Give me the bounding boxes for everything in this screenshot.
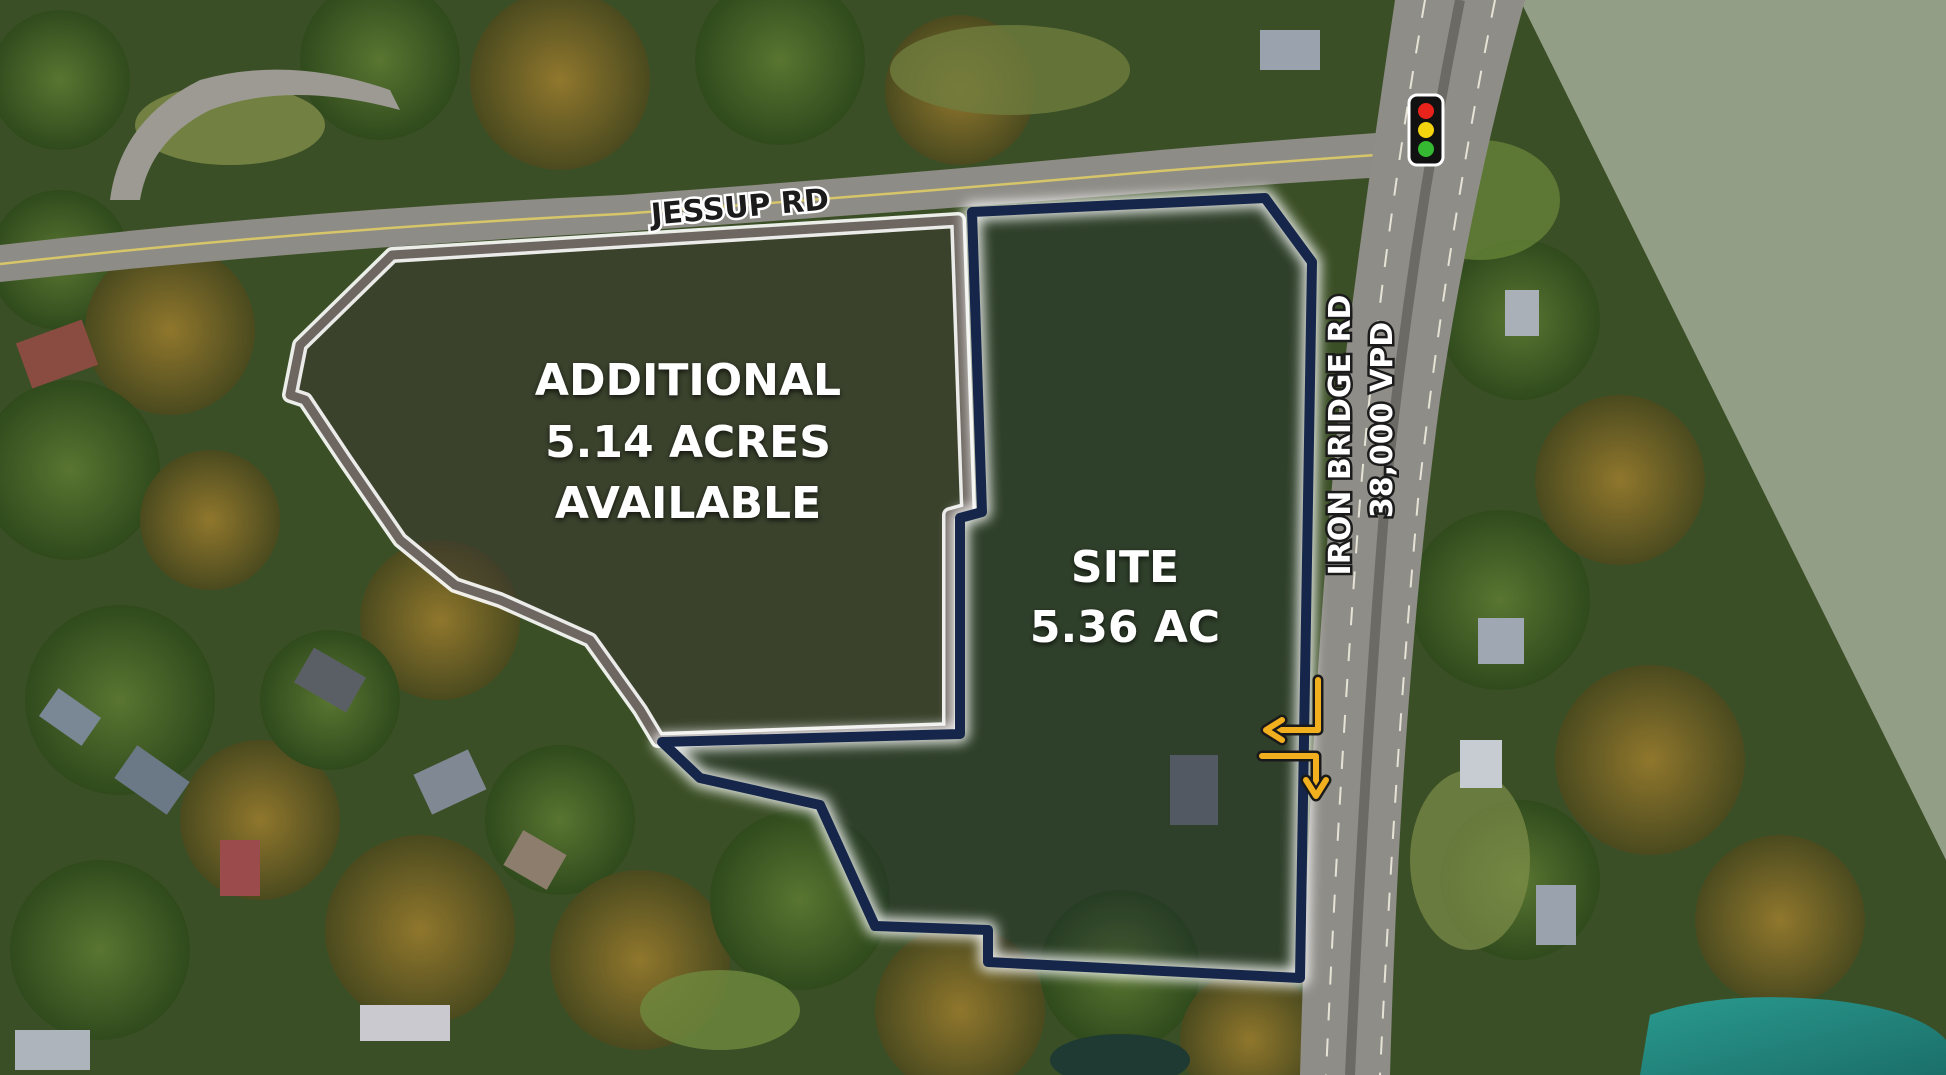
iron-bridge-lane-line bbox=[1325, 0, 1426, 1075]
site-parcel-label: SITE 5.36 AC bbox=[1030, 542, 1220, 653]
iron-bridge-median bbox=[1345, 0, 1465, 1075]
site-parcel bbox=[653, 189, 1321, 987]
iron-bridge-road bbox=[1300, 0, 1525, 1075]
jessup-road bbox=[0, 130, 1420, 282]
site-line-1: SITE bbox=[1071, 542, 1179, 593]
access-arrow-icon bbox=[1256, 674, 1332, 802]
driveway-north bbox=[110, 69, 400, 200]
additional-line-2: 5.14 ACRES bbox=[545, 417, 831, 468]
traffic-signal-icon bbox=[1407, 93, 1445, 167]
jessup-centerline bbox=[0, 150, 1421, 266]
houses bbox=[15, 30, 1576, 1070]
clearings bbox=[135, 25, 1560, 1050]
additional-line-3: AVAILABLE bbox=[555, 478, 821, 529]
additional-line-1: ADDITIONAL bbox=[535, 355, 841, 406]
site-parcel-outline bbox=[657, 193, 1317, 983]
site-line-2: 5.36 AC bbox=[1030, 602, 1220, 653]
iron-bridge-road-label: IRON BRIDGE RD bbox=[1323, 295, 1358, 576]
pond bbox=[1640, 997, 1946, 1075]
faded-overlay bbox=[1520, 0, 1946, 860]
traffic-count-label: 38,000 VPD bbox=[1365, 322, 1400, 518]
additional-parcel-label: ADDITIONAL 5.14 ACRES AVAILABLE bbox=[535, 355, 841, 529]
pond-small bbox=[1050, 1034, 1190, 1075]
iron-bridge-lane-line-2 bbox=[1379, 0, 1496, 1075]
